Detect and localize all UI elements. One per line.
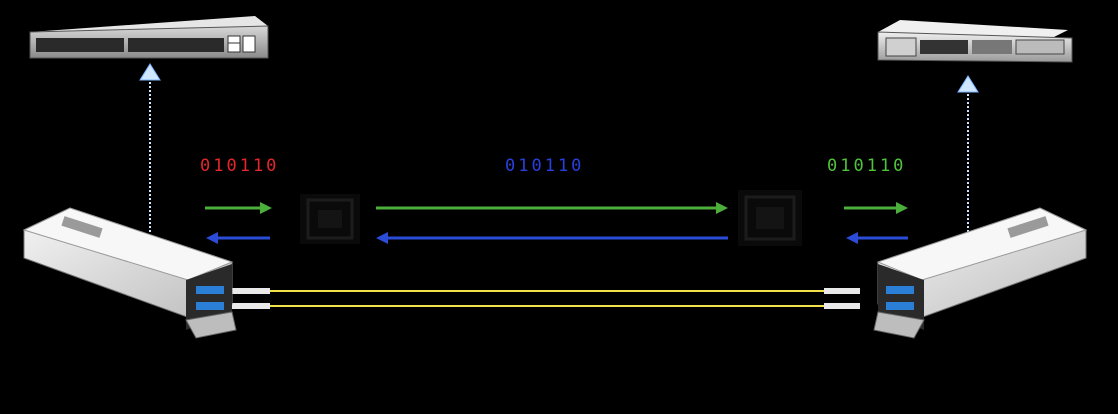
converter-chip-icon: [300, 194, 360, 244]
bit-stream-center: 010110: [505, 156, 585, 176]
left-upload-arrowhead: [139, 63, 161, 81]
sfp-transceiver-icon: [873, 207, 1088, 339]
forward-signal-arrows: [205, 202, 908, 214]
sfp-transceiver-icon: [22, 207, 237, 339]
fiber-optic-cables: [226, 288, 860, 309]
return-signal-arrows: [206, 232, 908, 244]
converter-chip-icon: [738, 190, 802, 246]
server-rack-icon: [877, 20, 1073, 63]
bit-stream-right: 010110: [827, 156, 907, 176]
network-switch-icon: [29, 16, 269, 59]
right-upload-arrowhead: [957, 75, 979, 93]
bit-stream-left: 010110: [200, 156, 280, 176]
